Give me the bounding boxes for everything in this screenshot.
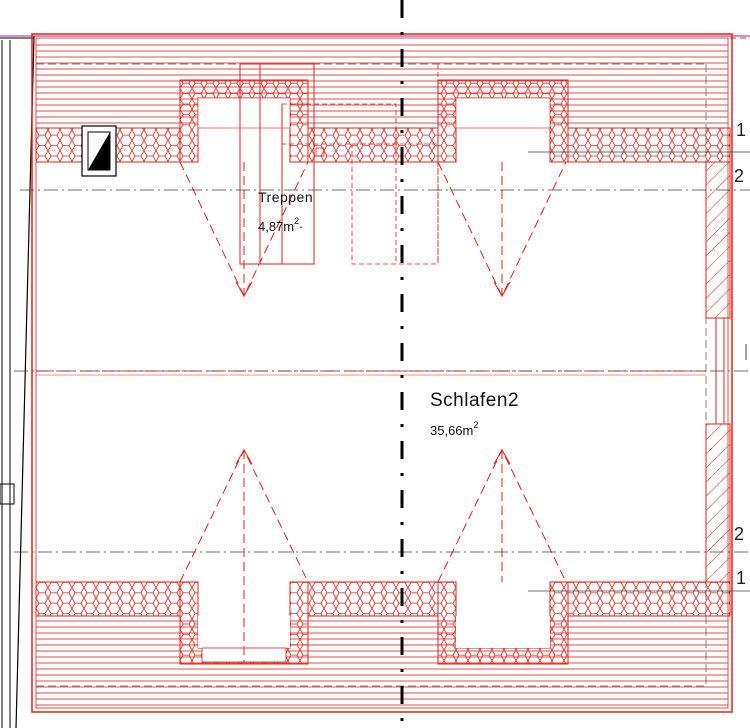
axis-mark-1-top: 1 (736, 120, 746, 140)
level-leaders (528, 151, 750, 592)
chimney-icon (81, 125, 117, 177)
roof-window-arrows-top (179, 161, 567, 298)
room-area-treppen-suffix: . (299, 216, 303, 231)
room-name-schlafen: Schlafen2 (430, 390, 519, 411)
axis-mark-2-top: 2 (734, 166, 744, 186)
room-area-treppen-sup: 2 (294, 216, 299, 226)
axis-lines (14, 189, 750, 553)
room-area-schlafen-value: 35,66m (430, 423, 473, 438)
roof-hatch-top (36, 40, 728, 128)
room-area-schlafen: 35,66m2 (430, 420, 478, 438)
axis-mark-1-bottom: 1 (736, 568, 746, 588)
right-wall (705, 161, 731, 583)
axis-mark-2-bottom: 2 (734, 524, 744, 544)
left-wall-edge (0, 35, 35, 728)
outer-frame (31, 33, 733, 713)
room-area-treppen-value: 4,87m (258, 219, 294, 234)
room-name-treppen: Treppen (258, 189, 313, 205)
roof-window-arrows-bottom (179, 448, 567, 662)
room-area-schlafen-sup: 2 (473, 420, 478, 430)
insulation-bottom (35, 581, 731, 665)
roof-hatch-bottom (36, 616, 728, 708)
room-area-treppen: 4,87m2. (258, 216, 303, 234)
stair-element (239, 63, 439, 265)
